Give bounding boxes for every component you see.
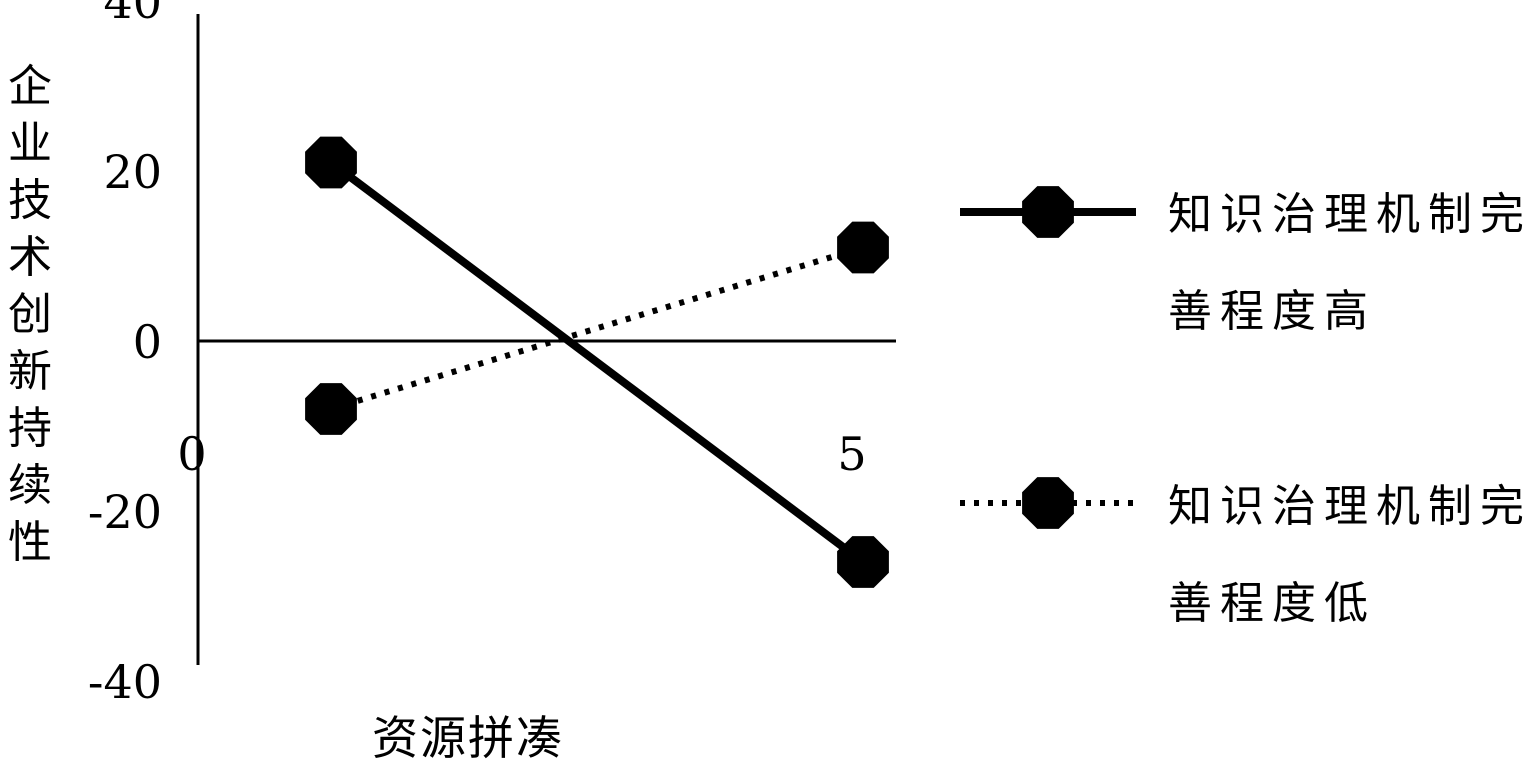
y-tick-label: 0	[133, 315, 162, 369]
tick-labels: 40 20 0 -20 -40 0 5	[88, 0, 867, 709]
legend-markers	[960, 186, 1136, 529]
legend-marker-1	[1022, 186, 1074, 238]
y-tick-label: 20	[103, 145, 162, 199]
y-tick-label: -40	[88, 655, 162, 709]
data-point-2-1	[305, 383, 357, 435]
data-point-1-2	[837, 536, 889, 588]
y-axis-label: 企业技术创新持续性	[8, 61, 52, 568]
legend-label-low: 知识治理机制完善程度低	[1168, 481, 1532, 629]
data-point-1-1	[305, 136, 357, 189]
y-tick-label: -20	[88, 485, 162, 539]
y-tick-label: 40	[103, 0, 162, 29]
series	[305, 136, 889, 588]
legend-marker-2	[1022, 477, 1074, 529]
series-line-1	[328, 159, 866, 566]
x-tick-label: 0	[177, 427, 206, 481]
series-line-2	[330, 244, 864, 412]
x-tick-label: 5	[837, 427, 866, 481]
legend-label-high: 知识治理机制完善程度高	[1168, 189, 1532, 337]
x-axis-label: 资源拼凑	[372, 711, 564, 765]
axes	[196, 14, 896, 665]
data-point-2-2	[837, 221, 889, 274]
